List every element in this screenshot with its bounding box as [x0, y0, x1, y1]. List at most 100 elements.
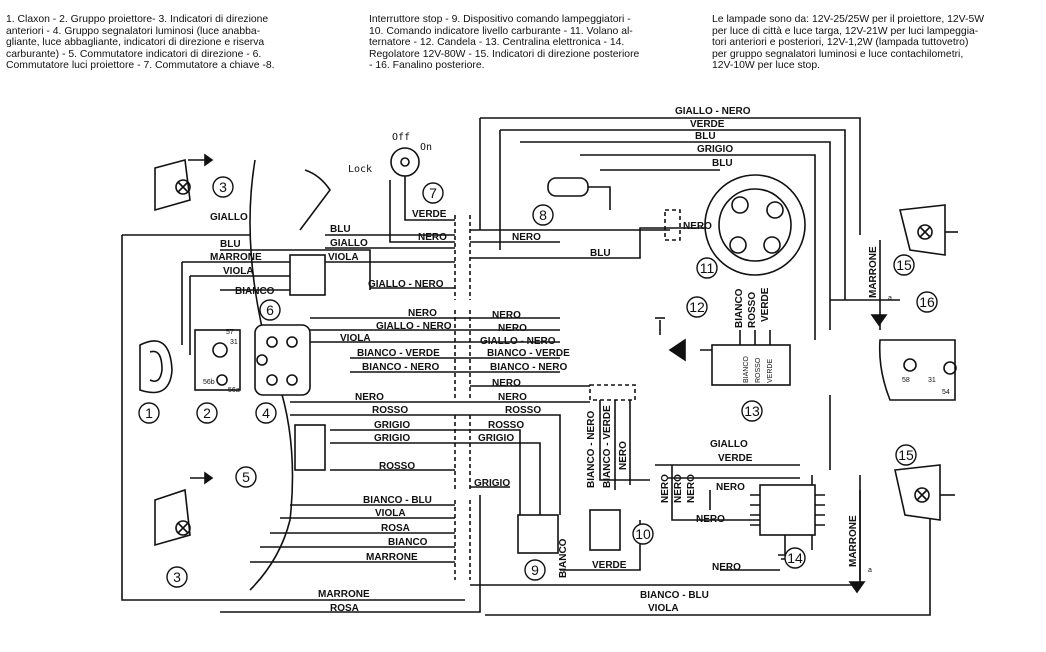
wire-label: BIANCO: [743, 356, 750, 383]
svg-text:4: 4: [262, 405, 270, 421]
terminal-labels: 57 31 56b 56a 58 31 54 a a: [203, 295, 950, 574]
svg-text:2: 2: [203, 405, 211, 421]
ground-icon: [848, 581, 866, 594]
wire-label: GIALLO: [210, 212, 248, 223]
component-marker-2: 2: [196, 402, 218, 424]
svg-text:11: 11: [700, 260, 715, 276]
terminal-label: a: [888, 295, 892, 302]
wire-giallo-nero-top: [480, 117, 861, 235]
svg-text:8: 8: [539, 207, 547, 223]
terminal-label: 56b: [203, 379, 215, 386]
wire-label: MARRONE: [868, 246, 879, 298]
svg-text:9: 9: [531, 562, 539, 578]
flywheel-alternator-icon: [704, 174, 806, 276]
legend-line: tori anteriori e posteriori, 12V-1,2W (l…: [712, 37, 969, 49]
wire-label: BIANCO - BLU: [640, 590, 709, 601]
wire-label: BLU: [712, 158, 733, 169]
legend-line: Regolatore 12V-80W - 15. Indicatori di d…: [369, 48, 640, 60]
component-marker-15-top: 15: [893, 254, 915, 276]
wire-label: VERDE: [767, 359, 774, 383]
spark-plug-icon: [655, 317, 686, 362]
wire-network: [121, 117, 931, 616]
svg-text:13: 13: [744, 403, 760, 419]
wire-label: BIANCO - VERDE: [602, 405, 613, 488]
throttle-grip-icon: [299, 169, 331, 231]
svg-text:14: 14: [787, 550, 803, 566]
wire-label: NERO: [686, 474, 697, 503]
wire-label: BIANCO - BLU: [363, 495, 432, 506]
legend-line: Commutatore luci proiettore - 7. Commuta…: [6, 60, 275, 72]
svg-text:10: 10: [635, 526, 651, 542]
wire-label: BIANCO: [558, 538, 569, 578]
terminal-label: 54: [942, 389, 950, 396]
wire-label: NERO: [408, 308, 437, 319]
wire-label: NERO: [512, 232, 541, 243]
turn-switch-icon: [294, 424, 326, 471]
rear-turn-indicator-bottom-icon: [894, 464, 955, 521]
legend-line: ternatore - 12. Candela - 13. Centralina…: [369, 37, 625, 49]
wire-rosso-row8: [290, 414, 561, 515]
connector-block-6: [664, 209, 681, 241]
wire-label: VERDE: [592, 560, 627, 571]
wire-label: ROSSO: [755, 357, 762, 383]
wire-bianco-nero-v: [599, 400, 650, 481]
wire-label: ROSSO: [379, 461, 415, 472]
wire-rosso-row9: [330, 429, 521, 515]
component-marker-8: 8: [532, 204, 554, 226]
legend-line: per luce di città e luce targa, 12V-21W …: [712, 25, 979, 37]
component-marker-10: 10: [632, 523, 654, 545]
wire-label: VIOLA: [223, 266, 254, 277]
svg-text:1: 1: [145, 405, 153, 421]
wire-blu-top: [520, 141, 831, 330]
wire-label: BIANCO: [388, 537, 428, 548]
wire-label: BIANCO - NERO: [490, 362, 567, 373]
wire-label: NERO: [498, 392, 527, 403]
wire-label: BLU: [695, 131, 716, 142]
legend-line: Le lampade sono da: 12V-25/25W per il pr…: [712, 14, 985, 25]
legend-column-components-2: Interruttore stop - 9. Dispositivo coman…: [369, 14, 639, 72]
svg-text:15: 15: [896, 257, 912, 273]
projector-group-icon: [194, 329, 241, 391]
wire-label: NERO: [498, 323, 527, 334]
component-marker-15-bottom: 15: [895, 444, 917, 466]
wire-label: NERO: [696, 514, 725, 525]
rear-turn-indicator-top-icon: [899, 204, 958, 256]
wire-label: VERDE: [718, 453, 753, 464]
components: [139, 147, 958, 594]
terminal-label: 31: [230, 339, 238, 346]
voltage-regulator-icon: [750, 484, 825, 560]
legend-column-lamps: Le lampade sono da: 12V-25/25W per il pr…: [712, 14, 984, 72]
legend-line: Interruttore stop - 9. Dispositivo coman…: [369, 14, 631, 25]
wire-label: VIOLA: [648, 603, 679, 614]
wire-label: ROSSO: [747, 292, 758, 328]
wire-label: BIANCO - NERO: [362, 362, 439, 373]
wire-label: VIOLA: [328, 252, 359, 263]
svg-text:15: 15: [898, 447, 914, 463]
wire-label: BIANCO - NERO: [586, 411, 597, 488]
front-turn-indicator-bottom-icon: [154, 471, 214, 547]
component-marker-9: 9: [524, 559, 546, 581]
wire-label: NERO: [492, 378, 521, 389]
switch-lock-label: Lock: [348, 164, 372, 175]
legend-line: - 16. Fanalino posteriore.: [369, 60, 485, 72]
wire-verde-switch: [404, 160, 455, 221]
wire-label: VIOLA: [340, 333, 371, 344]
wire-label: GRIGIO: [697, 144, 733, 155]
component-number-markers: 1 2 3 3 4 5 6 7 8 9 10 11 12 13 14 15 15…: [138, 176, 938, 588]
legend-line: 12V-10W per luce stop.: [712, 60, 821, 72]
svg-text:7: 7: [429, 185, 437, 201]
wire-label: BIANCO: [235, 286, 275, 297]
stop-switch-icon: [547, 177, 611, 210]
terminal-label: 57: [226, 329, 234, 336]
wire-color-labels: GIALLO - NERO VERDE BLU GRIGIO BLU GIALL…: [210, 106, 753, 614]
key-switch-labels: Off On Lock: [348, 132, 432, 175]
wire-verde-top: [500, 129, 846, 300]
wire-label: VIOLA: [375, 508, 406, 519]
wire-label: BIANCO - VERDE: [487, 348, 570, 359]
legend-line: gliante, luce abbagliante, indicatori di…: [6, 37, 265, 49]
wire-label: GIALLO - NERO: [368, 279, 444, 290]
wire-rosa-bottom: [220, 495, 481, 613]
wire-grigio-row10: [330, 442, 541, 515]
wire-label: NERO: [673, 474, 684, 503]
